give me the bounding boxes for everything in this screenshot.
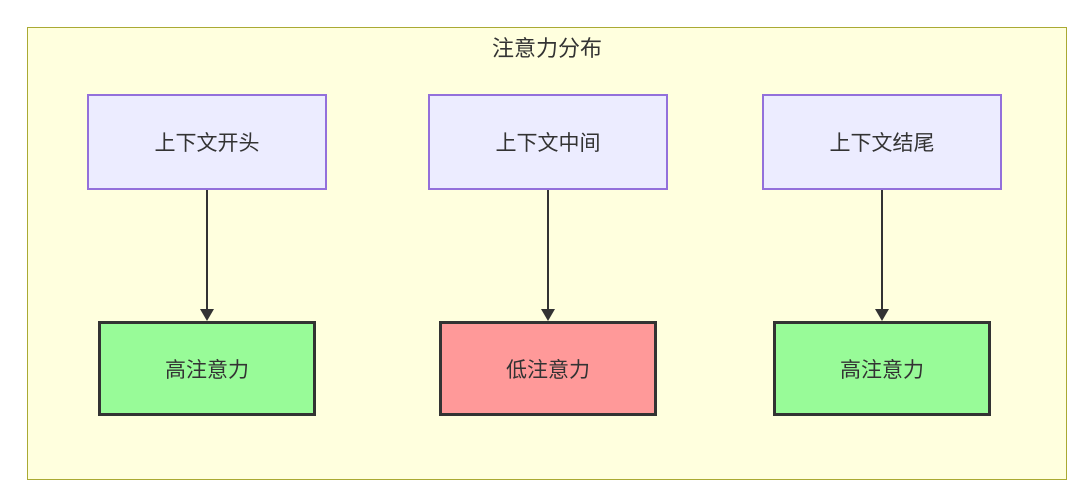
flow-column-context-middle: 上下文中间 低注意力: [428, 94, 668, 416]
flow-column-context-start: 上下文开头 高注意力: [87, 94, 327, 416]
arrowhead-down-icon: [200, 309, 214, 321]
arrow-line: [547, 190, 549, 309]
attention-distribution-cluster: 注意力分布 上下文开头 高注意力 上下文中间 低注意力 上下文结尾: [27, 27, 1067, 480]
arrow-line: [881, 190, 883, 309]
arrow-line: [206, 190, 208, 309]
diagram-title: 注意力分布: [491, 36, 602, 61]
node-context-end: 上下文结尾: [762, 94, 1002, 190]
node-low-attention: 低注意力: [439, 321, 657, 416]
arrow-context-start-to-attention: [200, 190, 214, 321]
arrow-context-middle-to-attention: [541, 190, 555, 321]
flow-column-context-end: 上下文结尾 高注意力: [762, 94, 1002, 416]
arrow-context-end-to-attention: [875, 190, 889, 321]
node-context-middle: 上下文中间: [428, 94, 668, 190]
node-high-attention-right: 高注意力: [773, 321, 991, 416]
arrowhead-down-icon: [541, 309, 555, 321]
node-high-attention-left: 高注意力: [98, 321, 316, 416]
node-context-start: 上下文开头: [87, 94, 327, 190]
arrowhead-down-icon: [875, 309, 889, 321]
